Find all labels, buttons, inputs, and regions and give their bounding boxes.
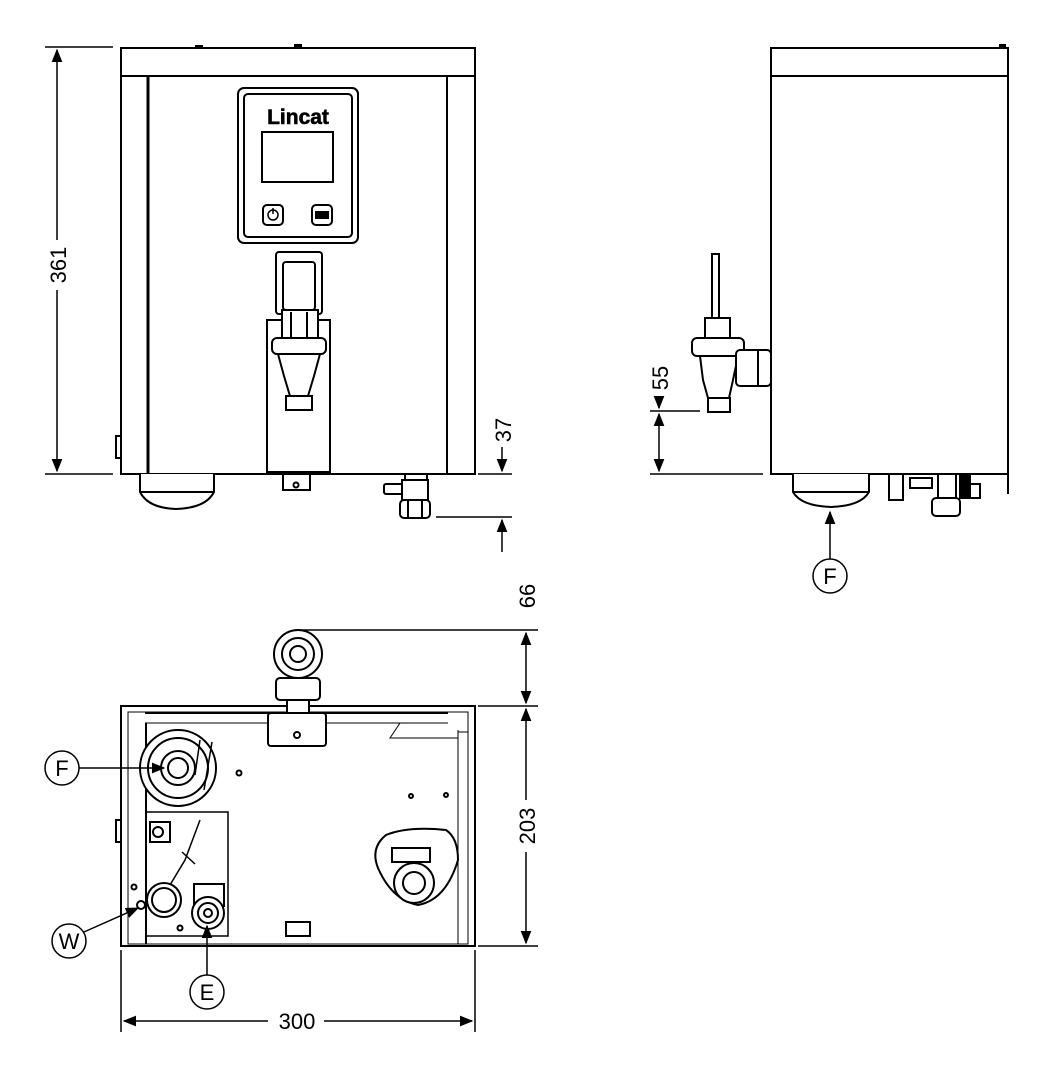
dim-label-55: 55 [648, 366, 673, 390]
callout-plan-feed [44, 750, 166, 786]
callout-plan-electric [189, 924, 225, 1010]
dim-plan-width [120, 950, 476, 1032]
front-feed-valve [383, 473, 431, 519]
dim-label-203: 203 [515, 808, 540, 845]
side-lid [770, 47, 1009, 77]
dim-label-361: 361 [46, 247, 71, 284]
callout-side-feed [812, 510, 848, 594]
dim-plan-depth [478, 707, 538, 947]
plan-valve-cutout [374, 827, 460, 907]
callout-label-side-f: F [823, 564, 836, 589]
dim-label-300: 300 [279, 1009, 316, 1034]
dim-side-tap [650, 395, 763, 475]
plan-tap [267, 629, 327, 747]
display-screen [261, 131, 334, 183]
callout-label-plan-f: F [55, 756, 68, 781]
function-button [311, 204, 333, 226]
dim-front-height [45, 46, 113, 475]
lincat-logo: Lincat [267, 106, 329, 130]
power-button [262, 204, 284, 226]
side-foot [792, 474, 870, 509]
side-view [691, 44, 1009, 517]
logo-text: Lincat [267, 106, 329, 129]
callout-plan-waste [51, 907, 140, 959]
front-tap [266, 251, 331, 491]
front-lid [120, 47, 476, 77]
callout-label-plan-e: E [200, 980, 215, 1005]
dim-label-37: 37 [491, 418, 516, 442]
plan-electric-fitting [191, 883, 225, 930]
side-body [770, 75, 1009, 475]
dim-label-66: 66 [515, 584, 540, 608]
callout-label-plan-w: W [59, 929, 80, 954]
front-view: Lincat [115, 44, 476, 519]
dim-tap-below [436, 447, 512, 552]
plan-view [115, 629, 476, 947]
dim-plan-tap [300, 629, 538, 707]
side-tap [691, 253, 772, 413]
